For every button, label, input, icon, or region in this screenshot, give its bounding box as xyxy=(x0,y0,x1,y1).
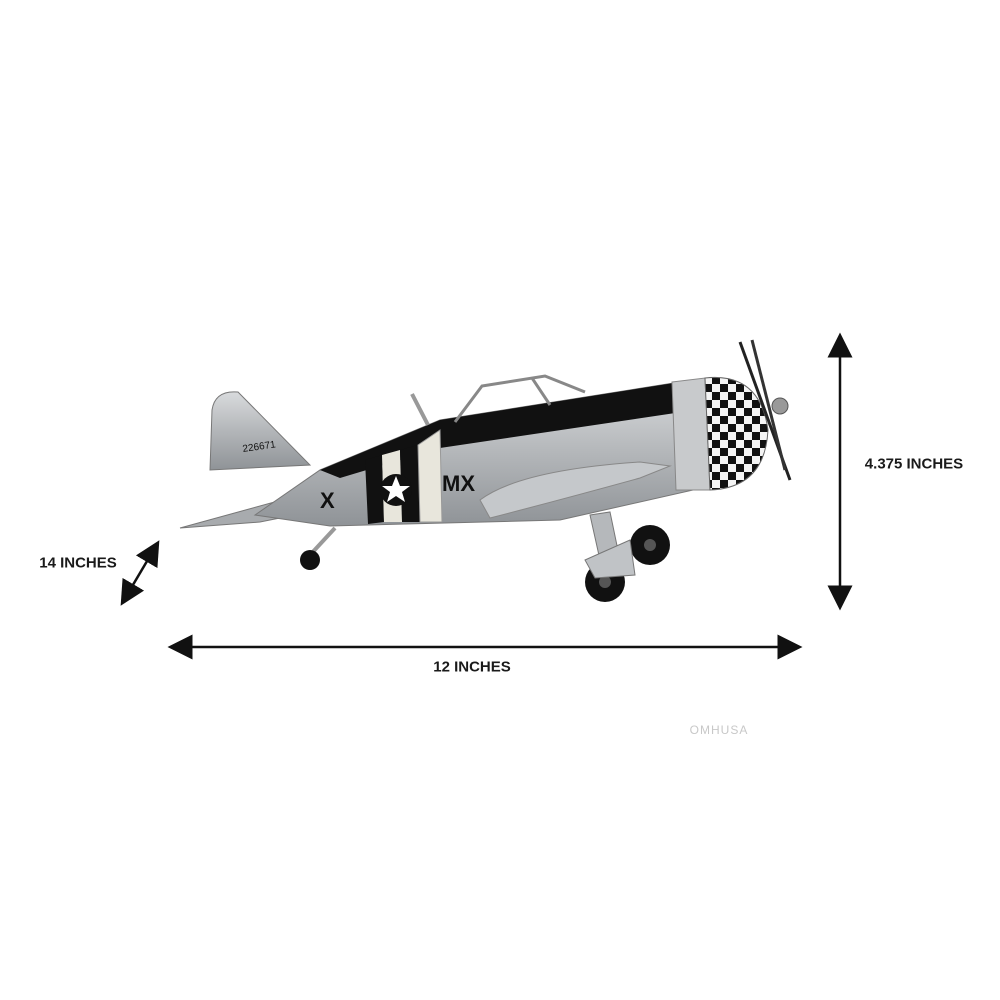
serial-marking: 226671 xyxy=(242,439,277,455)
depth-arrow xyxy=(120,540,160,606)
letters-marking: MX xyxy=(442,471,475,496)
tail-wheel xyxy=(300,550,320,570)
checkered-nose xyxy=(704,376,769,491)
cowling xyxy=(671,377,711,491)
wing xyxy=(479,461,672,519)
depth-label: 14 INCHES xyxy=(39,554,117,572)
airplane-model: 226671 X MX xyxy=(179,339,792,602)
tail-fin xyxy=(209,391,312,471)
canopy xyxy=(453,374,586,423)
height-label: 4.375 INCHES xyxy=(864,455,964,473)
length-label: 12 INCHES xyxy=(433,658,511,676)
letter-marking: X xyxy=(320,488,335,513)
watermark: OMHUSA xyxy=(689,723,749,737)
